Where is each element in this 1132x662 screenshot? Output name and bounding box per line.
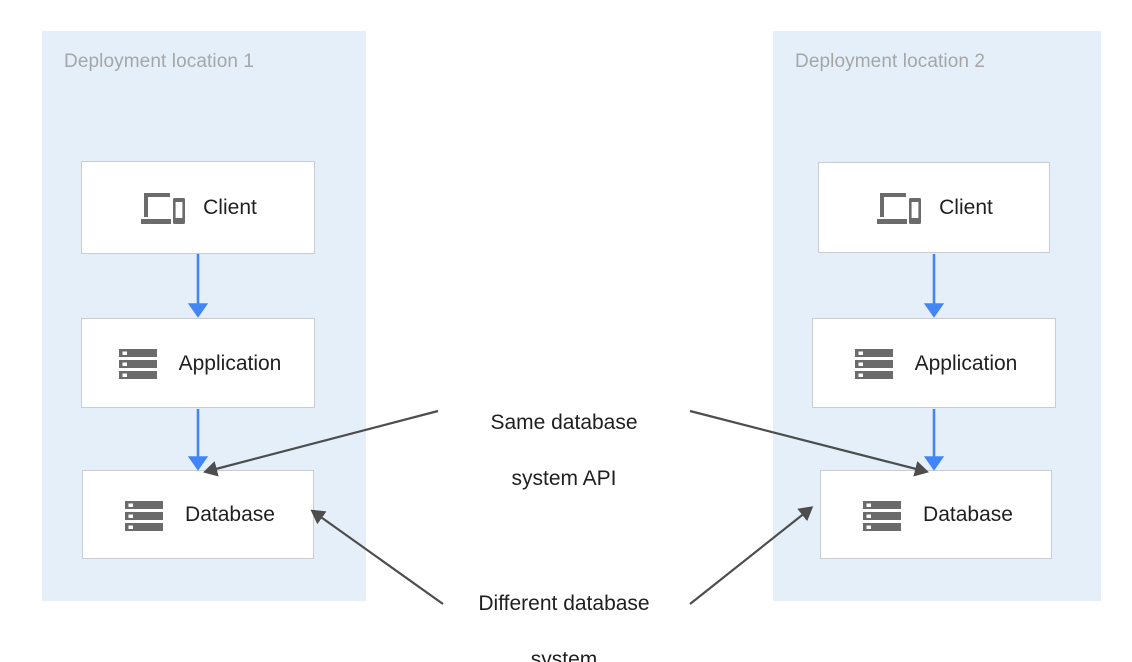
node-client-2[interactable]: Client — [818, 162, 1050, 253]
node-database-2-label: Database — [923, 503, 1013, 526]
node-database-1[interactable]: Database — [82, 470, 314, 559]
server-icon — [118, 349, 157, 379]
devices-icon — [877, 192, 922, 224]
deployment-location-2-title: Deployment location 2 — [795, 51, 986, 72]
node-client-2-label: Client — [939, 196, 993, 219]
annotation-different-system-line-2: system — [530, 648, 598, 662]
annotation-same-api-line-2: system API — [511, 467, 617, 490]
annotation-same-api-line-1: Same database — [490, 411, 638, 434]
devices-icon — [141, 192, 186, 224]
node-application-2-label: Application — [914, 351, 1018, 375]
server-icon — [854, 349, 893, 379]
node-client-1[interactable]: Client — [81, 161, 315, 254]
annotation-same-database-system-api: Same database system API — [452, 381, 676, 521]
server-icon — [863, 500, 902, 531]
annotation-different-system-line-1: Different database — [478, 592, 650, 615]
node-application-1[interactable]: Application — [81, 318, 315, 408]
node-application-2[interactable]: Application — [812, 318, 1056, 408]
deployment-location-1-title: Deployment location 1 — [64, 51, 255, 72]
annotation-different-database-system: Different database system — [452, 562, 676, 662]
server-icon — [125, 500, 164, 531]
node-application-1-label: Application — [178, 351, 282, 375]
node-client-1-label: Client — [203, 196, 257, 219]
node-database-2[interactable]: Database — [820, 470, 1052, 559]
node-database-1-label: Database — [185, 503, 275, 526]
